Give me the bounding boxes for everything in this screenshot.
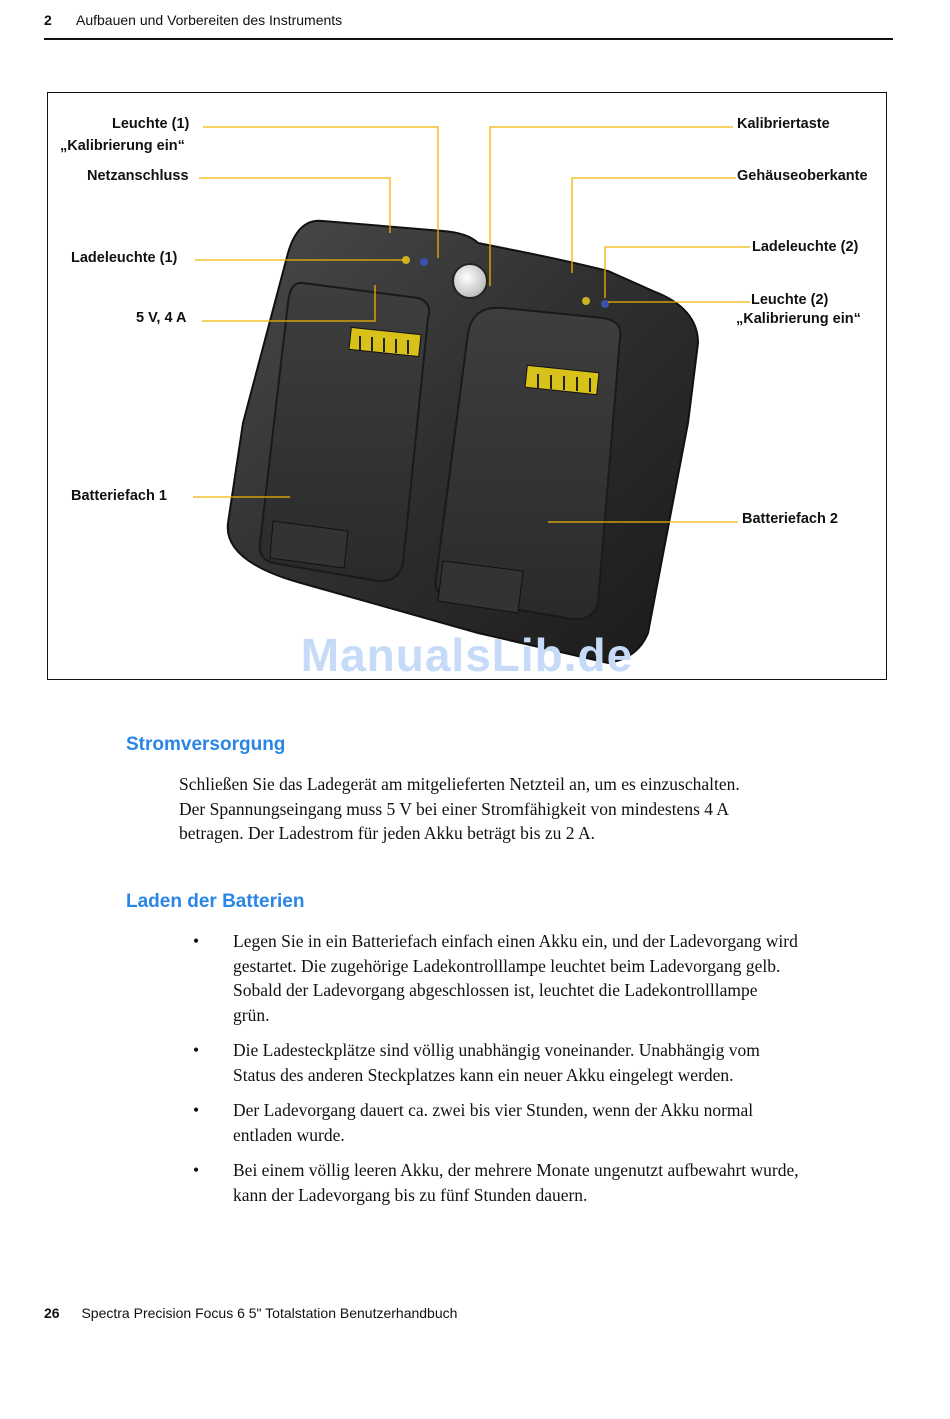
charger-body	[226, 219, 700, 665]
page-number: 26	[44, 1305, 60, 1321]
label-leuchte1-line2: „Kalibrierung ein“	[60, 138, 185, 154]
label-leuchte1-line1: Leuchte (1)	[112, 116, 190, 132]
section-heading-stromversorgung: Stromversorgung	[126, 734, 286, 755]
label-gehaeuseoberkante: Gehäuseoberkante	[737, 168, 868, 184]
label-kalibriertaste: Kalibriertaste	[737, 116, 830, 132]
label-ladeleuchte1: Ladeleuchte (1)	[71, 250, 178, 266]
leader-lines	[193, 126, 750, 523]
paragraph-line: Schließen Sie das Ladegerät am mitgelief…	[179, 774, 740, 794]
label-batteriefach1: Batteriefach 1	[71, 488, 167, 504]
list-item: • Bei einem völlig leeren Akku, der mehr…	[193, 1160, 799, 1205]
label-ladeleuchte2: Ladeleuchte (2)	[752, 239, 859, 255]
charger-figure: Leuchte (1) „Kalibrierung ein“ Netzansch…	[47, 92, 887, 681]
bullet-list: • Legen Sie in ein Batteriefach einfach …	[180, 929, 892, 1218]
paragraph-line: Der Spannungseingang muss 5 V bei einer …	[179, 798, 730, 819]
chapter-number: 2	[44, 12, 52, 28]
bullet-icon: •	[193, 1160, 200, 1180]
page-footer: 26 Spectra Precision Focus 6 5" Totalsta…	[44, 1305, 457, 1321]
watermark: ManualsLib.de	[300, 629, 634, 681]
bullet-icon: •	[193, 1100, 200, 1120]
page-header: 2 Aufbauen und Vorbereiten des Instrumen…	[44, 12, 893, 40]
section-heading-laden: Laden der Batterien	[126, 891, 305, 912]
footer-title: Spectra Precision Focus 6 5" Totalstatio…	[81, 1305, 458, 1321]
bullet-icon: •	[193, 931, 200, 951]
list-item: • Legen Sie in ein Batteriefach einfach …	[193, 931, 798, 1025]
label-power-spec: 5 V, 4 A	[136, 310, 187, 326]
label-leuchte2-line1: Leuchte (2)	[751, 292, 829, 308]
list-item: • Die Ladesteckplätze sind völlig unabhä…	[193, 1040, 760, 1085]
label-leuchte2-line2: „Kalibrierung ein“	[736, 311, 861, 327]
label-netzanschluss: Netzanschluss	[87, 168, 189, 184]
label-batteriefach2: Batteriefach 2	[742, 511, 838, 527]
chapter-title: Aufbauen und Vorbereiten des Instruments	[76, 12, 343, 28]
section-paragraph-stromversorgung: Schließen Sie das Ladegerät am mitgelief…	[179, 772, 879, 846]
bullet-icon: •	[193, 1040, 200, 1060]
charger-illustration	[193, 126, 750, 665]
paragraph-line: betragen. Der Ladestrom für jeden Akku b…	[179, 823, 595, 843]
list-item: • Der Ladevorgang dauert ca. zwei bis vi…	[193, 1100, 754, 1145]
